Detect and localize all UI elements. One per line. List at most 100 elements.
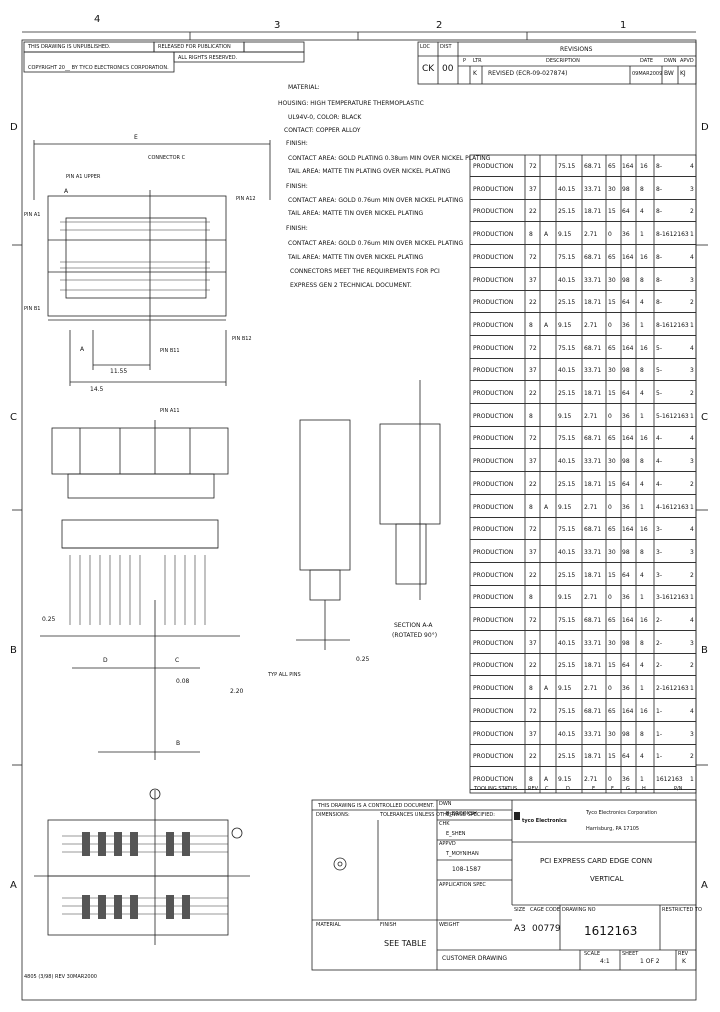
table-cell-d4: 64 bbox=[622, 390, 630, 397]
table-cell-d2: 33.71 bbox=[584, 458, 602, 466]
table-cell-d4: 98 bbox=[622, 639, 630, 647]
table-cell-d5: 8 bbox=[640, 276, 644, 284]
table-cell-status: PRODUCTION bbox=[473, 276, 514, 284]
table-footer-h: H bbox=[642, 786, 646, 792]
table-cell-d1: 9.15 bbox=[558, 321, 572, 329]
table-cell-c: 72 bbox=[529, 617, 537, 624]
label-dim-1155: 11.55 bbox=[110, 368, 128, 375]
table-cell-suf: 2 bbox=[690, 662, 694, 670]
table-cell-c: 8 bbox=[529, 594, 533, 602]
label-d: D bbox=[103, 657, 108, 664]
table-cell-d1: 40.15 bbox=[558, 276, 576, 284]
table-cell-d3: 15 bbox=[608, 299, 616, 307]
table-cell-d3: 0 bbox=[608, 231, 612, 239]
table-cell-suf: 1 bbox=[690, 503, 694, 511]
rev-letter: K bbox=[473, 70, 477, 77]
note-line-1: HOUSING: HIGH TEMPERATURE THERMOPLASTIC bbox=[278, 100, 424, 107]
loc-value: CK bbox=[422, 64, 435, 74]
table-cell-d4: 164 bbox=[622, 344, 634, 352]
table-cell-d4: 64 bbox=[622, 571, 630, 579]
table-cell-pn: 8- bbox=[656, 276, 662, 284]
label-connector-c: CONNECTOR C bbox=[148, 155, 186, 161]
table-cell-suf: 1 bbox=[690, 685, 694, 693]
label-section-a-bottom: A bbox=[80, 346, 85, 353]
table-cell-status: PRODUCTION bbox=[473, 503, 514, 511]
table-cell-status: PRODUCTION bbox=[473, 662, 514, 670]
table-cell-c: 72 bbox=[529, 526, 537, 534]
controlled-doc: THIS DRAWING IS A CONTROLLED DOCUMENT. bbox=[318, 803, 435, 809]
label-025: 0.25 bbox=[42, 616, 56, 623]
table-cell-c: 8 bbox=[529, 503, 533, 511]
table-cell-c: 72 bbox=[529, 253, 537, 261]
table-cell-pn: 3- bbox=[656, 526, 662, 534]
label-pin-b12: PIN B12 bbox=[232, 336, 252, 342]
table-cell-d2: 18.71 bbox=[584, 208, 602, 216]
table-cell-d4: 36 bbox=[622, 412, 630, 420]
zone-top-2: 2 bbox=[436, 20, 443, 31]
table-cell-status: PRODUCTION bbox=[473, 208, 514, 216]
rev-apvd: KJ bbox=[680, 70, 686, 77]
table-cell-d3: 0 bbox=[608, 503, 612, 511]
table-cell-d4: 98 bbox=[622, 458, 630, 466]
table-cell-pn: 1612163 bbox=[656, 775, 683, 783]
table-cell-d3: 0 bbox=[608, 321, 612, 329]
table-cell-d1: 25.15 bbox=[558, 662, 576, 670]
material-label: MATERIAL bbox=[316, 922, 341, 928]
table-cell-d5: 8 bbox=[640, 367, 644, 375]
note-line-5: CONTACT AREA: GOLD PLATING 0.38um MIN OV… bbox=[288, 155, 491, 162]
zone-top-4: 4 bbox=[94, 14, 101, 25]
table-cell-d1: 25.15 bbox=[558, 299, 576, 307]
table-cell-pn: 2- bbox=[656, 617, 662, 624]
sheet-value: 1 OF 2 bbox=[640, 958, 660, 965]
chk-label: CHK bbox=[439, 821, 450, 827]
table-cell-status: PRODUCTION bbox=[473, 231, 514, 239]
table-cell-pn: 4- bbox=[656, 480, 662, 488]
table-cell-suf: 4 bbox=[690, 526, 694, 534]
table-cell-d3: 15 bbox=[608, 208, 616, 216]
table-cell-d1: 9.15 bbox=[558, 412, 572, 420]
table-cell-d4: 98 bbox=[622, 730, 630, 738]
table-cell-d5: 4 bbox=[640, 390, 644, 397]
zone-side-b-right: B bbox=[701, 645, 708, 656]
company-name: Tyco Electronics Corporation bbox=[586, 810, 658, 816]
table-cell-d2: 2.71 bbox=[584, 503, 598, 511]
table-cell-suf: 4 bbox=[690, 435, 694, 443]
table-cell-d4: 36 bbox=[622, 321, 630, 329]
table-cell-status: PRODUCTION bbox=[473, 480, 514, 488]
table-cell-pn: 8-1612163 bbox=[656, 231, 689, 239]
table-cell-c: 8 bbox=[529, 775, 533, 783]
table-cell-d5: 1 bbox=[640, 321, 644, 329]
table-cell-pn: 4-1612163 bbox=[656, 503, 689, 511]
table-cell-pn: 2- bbox=[656, 639, 662, 647]
table-cell-suf: 2 bbox=[690, 390, 694, 397]
table-cell-pn: 1- bbox=[656, 753, 662, 761]
table-cell-suf: 2 bbox=[690, 571, 694, 579]
zone-top-1: 1 bbox=[620, 20, 627, 31]
copyright-text: COPYRIGHT 20__ BY TYCO ELECTRONICS CORPO… bbox=[28, 65, 169, 71]
rev-col-date: DATE bbox=[640, 58, 654, 64]
company-city: Harrisburg, PA 17105 bbox=[586, 826, 640, 832]
table-cell-status: PRODUCTION bbox=[473, 458, 514, 466]
table-cell-suf: 3 bbox=[690, 367, 694, 375]
table-cell-status: PRODUCTION bbox=[473, 707, 514, 715]
table-footer-g: G bbox=[626, 786, 630, 792]
table-cell-c: 22 bbox=[529, 571, 537, 579]
table-cell-status: PRODUCTION bbox=[473, 594, 514, 602]
zone-side-a-right: A bbox=[701, 880, 708, 891]
zone-side-c-right: C bbox=[701, 412, 708, 423]
table-cell-d3: 30 bbox=[608, 639, 616, 647]
table-cell-c: 22 bbox=[529, 208, 537, 216]
table-cell-c: 37 bbox=[529, 458, 537, 466]
table-cell-status: PRODUCTION bbox=[473, 435, 514, 443]
dist-label: DIST bbox=[440, 44, 452, 50]
scale-label: SCALE bbox=[584, 951, 601, 957]
tolerances-label: TOLERANCES UNLESS OTHERWISE SPECIFIED: bbox=[380, 812, 495, 818]
table-cell-c: 37 bbox=[529, 367, 537, 375]
table-cell-d5: 16 bbox=[640, 435, 648, 443]
note-line-14: EXPRESS GEN 2 TECHNICAL DOCUMENT. bbox=[290, 282, 412, 289]
